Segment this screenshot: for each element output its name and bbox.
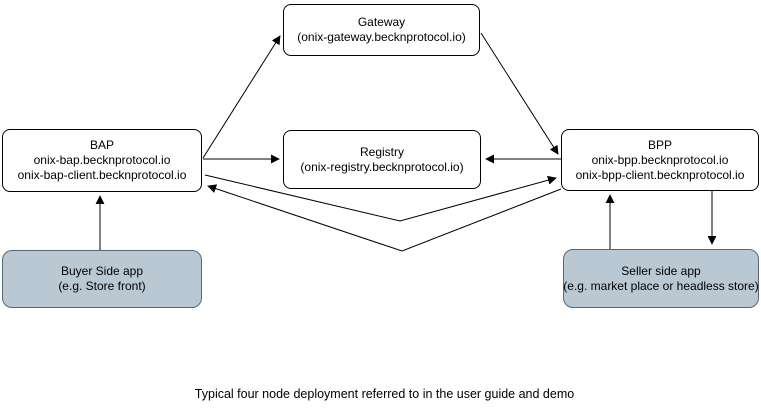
node-bap: BAP onix-bap.becknprotocol.io onix-bap-c… (2, 129, 202, 192)
node-gateway-subtitle: (onix-gateway.becknprotocol.io) (297, 30, 466, 44)
node-buyer-app-subtitle: (e.g. Store front) (58, 279, 146, 293)
node-buyer-app: Buyer Side app (e.g. Store front) (2, 250, 202, 308)
node-bap-line2: onix-bap-client.becknprotocol.io (17, 168, 187, 182)
node-bpp-line2: onix-bpp-client.becknprotocol.io (575, 167, 745, 182)
arrow-bpp-to-bap (207, 184, 562, 252)
node-bap-title: BAP (89, 138, 114, 152)
node-bpp-title: BPP (647, 137, 672, 152)
arrow-gateway-to-bpp (480, 32, 559, 155)
node-bpp-line1: onix-bpp.becknprotocol.io (591, 152, 729, 167)
node-bap-line1: onix-bap.becknprotocol.io (33, 153, 171, 167)
arrow-bap-to-gateway (202, 35, 281, 159)
node-seller-app-subtitle: (e.g. market place or headless store) (563, 278, 759, 293)
arrow-bap-to-bpp (204, 174, 557, 222)
node-seller-app: Seller side app (e.g. market place or he… (563, 249, 759, 308)
node-gateway-title: Gateway (357, 15, 406, 29)
node-gateway: Gateway (onix-gateway.becknprotocol.io) (283, 4, 480, 56)
node-registry-subtitle: (onix-registry.becknprotocol.io) (300, 159, 464, 174)
diagram-caption: Typical four node deployment referred to… (194, 387, 575, 401)
node-registry: Registry (onix-registry.becknprotocol.io… (283, 130, 481, 189)
node-registry-title: Registry (359, 144, 404, 159)
node-buyer-app-title: Buyer Side app (60, 264, 144, 278)
node-bpp: BPP onix-bpp.becknprotocol.io onix-bpp-c… (561, 129, 759, 191)
node-seller-app-title: Seller side app (621, 263, 701, 278)
